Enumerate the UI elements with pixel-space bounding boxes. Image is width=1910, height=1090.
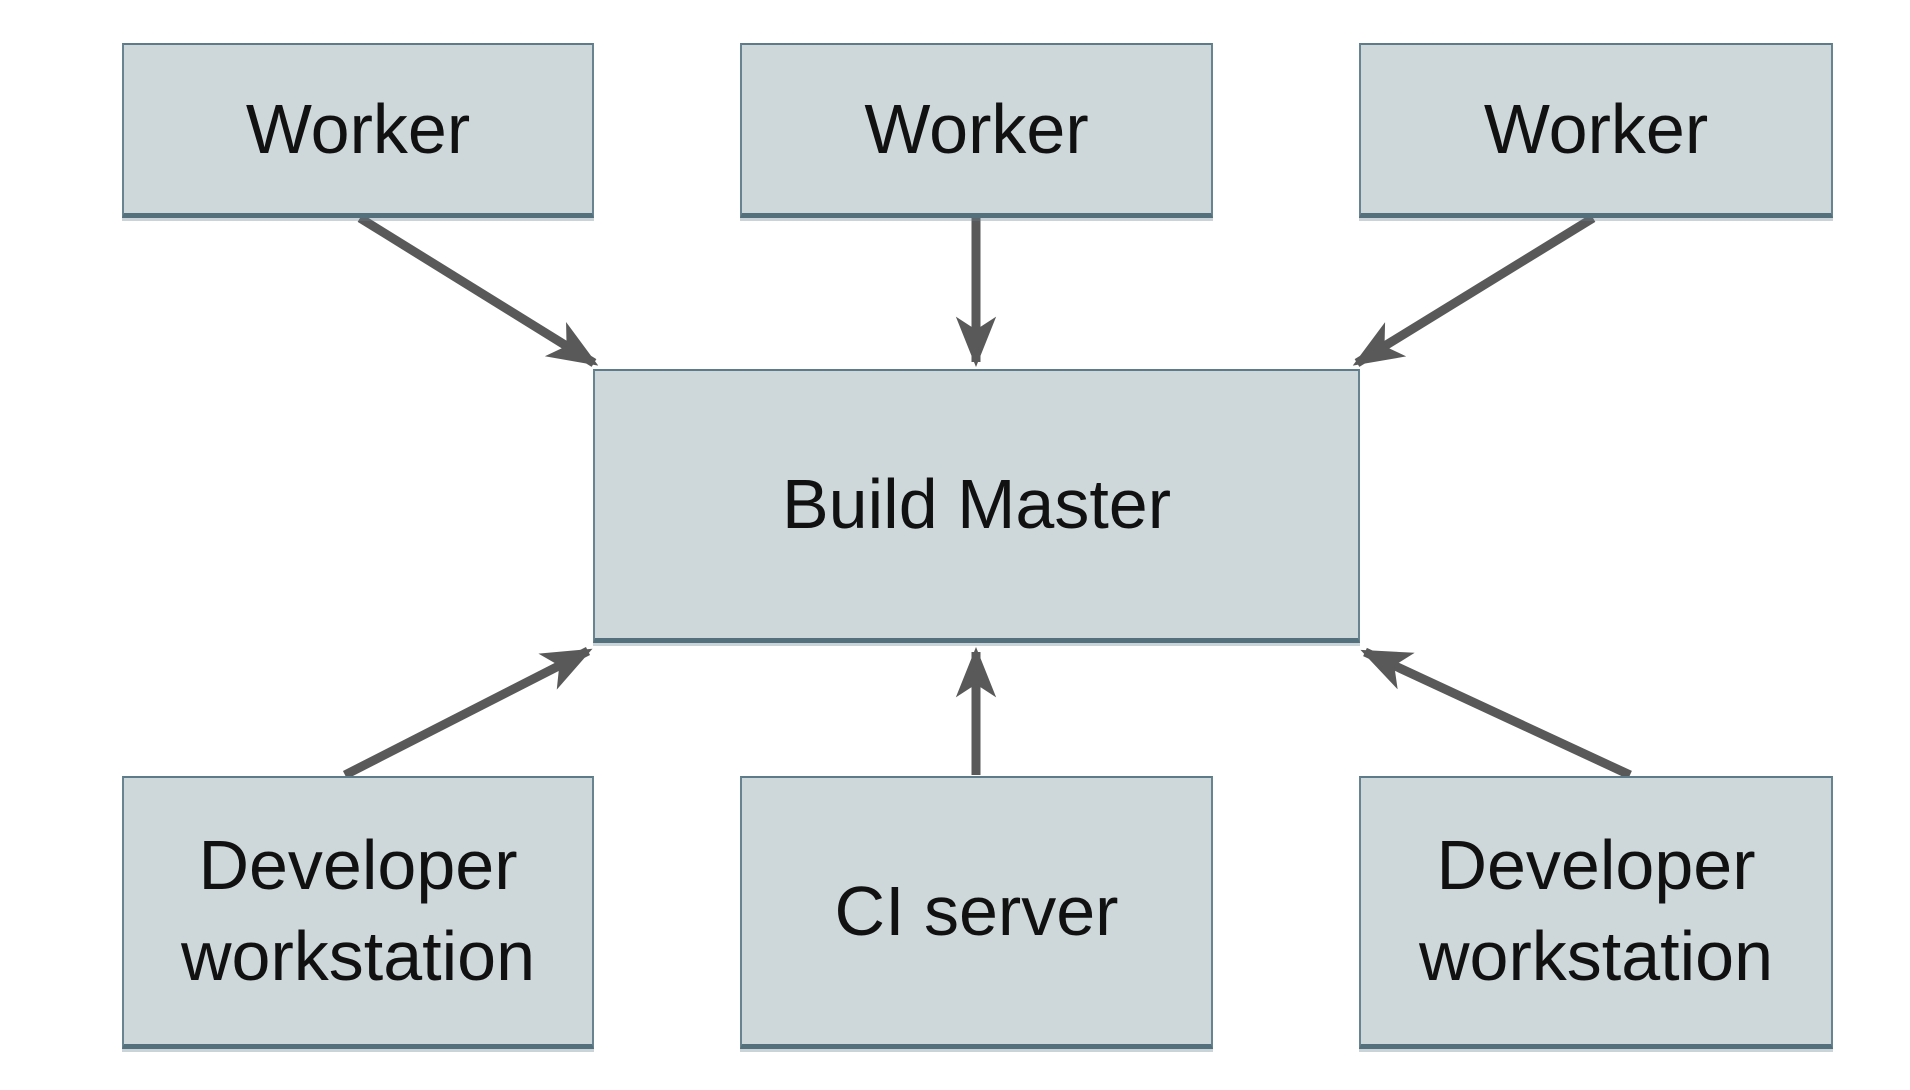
node-ci-server: CI server: [740, 776, 1213, 1049]
node-build-master-label: Build Master: [781, 465, 1172, 543]
arrow-developer-workstation-right-to-build-master: [1360, 647, 1632, 780]
node-worker-1-label: Worker: [245, 89, 471, 168]
node-developer-workstation-right-label: Developer workstation: [1418, 826, 1774, 995]
node-ci-server-label: CI server: [834, 871, 1119, 950]
node-developer-workstation-left: Developer workstation: [122, 776, 594, 1049]
arrow-developer-workstation-left-to-build-master: [342, 646, 593, 780]
arrow-worker-3-to-build-master: [1352, 214, 1596, 367]
node-worker-1: Worker: [122, 43, 594, 218]
node-worker-2: Worker: [740, 43, 1213, 218]
node-developer-workstation-left-label: Developer workstation: [180, 826, 536, 995]
arrow-worker-1-to-build-master: [357, 214, 599, 367]
node-worker-2-label: Worker: [864, 89, 1089, 168]
node-worker-3-label: Worker: [1483, 89, 1709, 168]
node-developer-workstation-right: Developer workstation: [1359, 776, 1833, 1049]
node-build-master: Build Master: [593, 369, 1360, 643]
node-worker-3: Worker: [1359, 43, 1833, 218]
